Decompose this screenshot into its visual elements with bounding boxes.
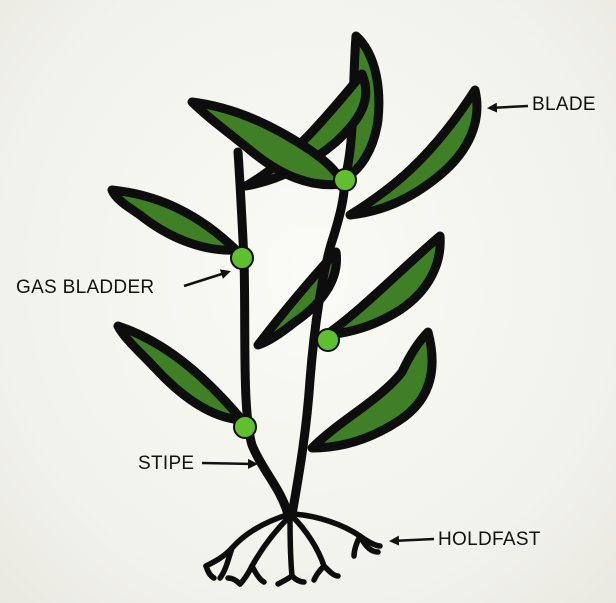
gas-bladder-arrow	[184, 272, 228, 286]
stipe-arrow	[202, 463, 255, 464]
blade-left-lower	[118, 326, 242, 420]
stipe-label: STIPE	[138, 454, 194, 473]
blade-arrow	[490, 106, 528, 108]
blade-label: BLADE	[532, 95, 596, 114]
blade-right-mid	[326, 236, 440, 335]
gas-bladder-left	[231, 247, 253, 269]
holdfast-arrow	[392, 539, 434, 541]
gas-bladder-top	[334, 169, 356, 191]
holdfast-label: HOLDFAST	[438, 530, 541, 549]
gas-bladder-right	[317, 329, 339, 351]
holdfast-roots	[206, 514, 380, 584]
gas-bladder-label: GAS BLADDER	[16, 278, 154, 297]
blade-left-mid	[112, 190, 236, 250]
gas-bladder-bottom	[234, 416, 256, 438]
blades	[112, 36, 477, 448]
